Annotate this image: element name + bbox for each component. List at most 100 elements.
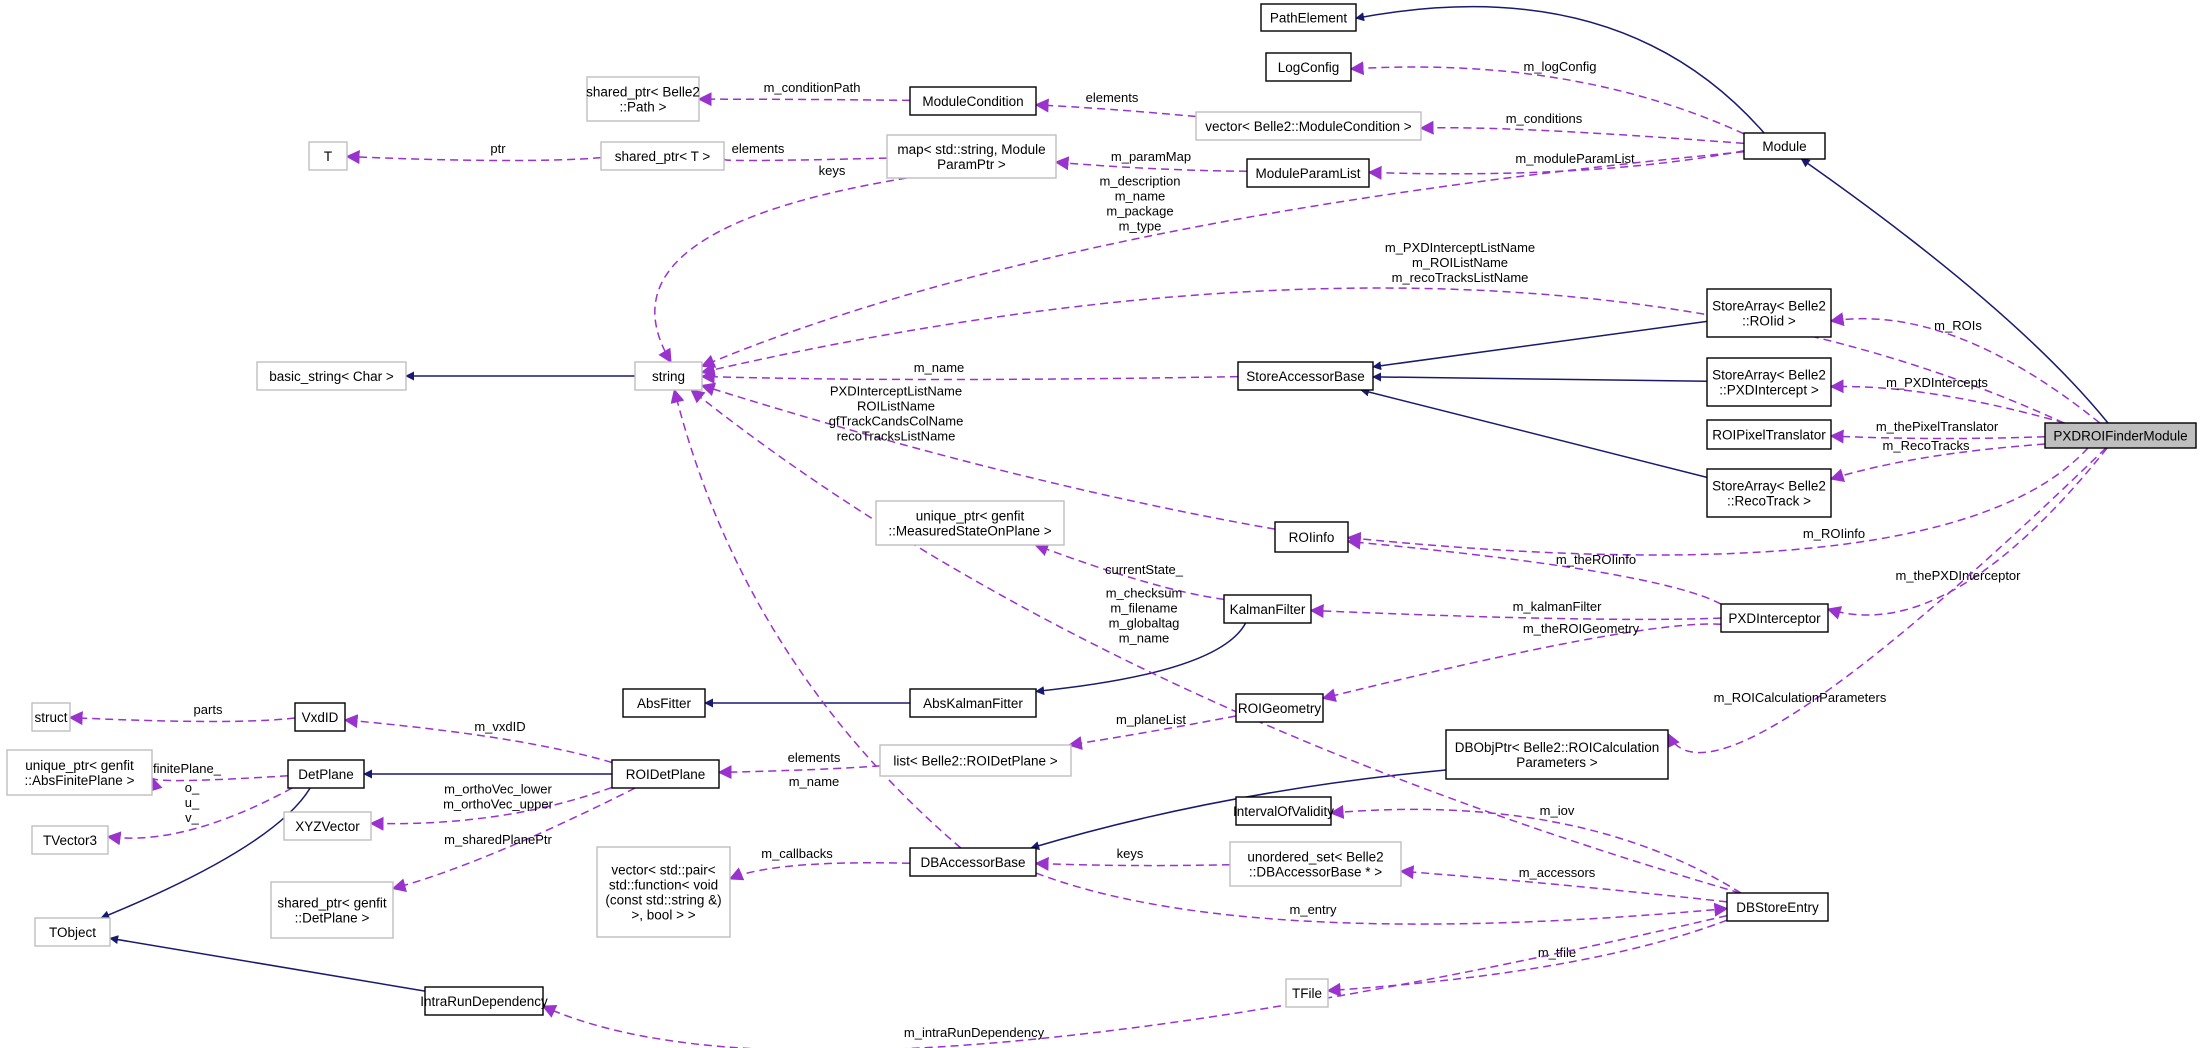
node-dbobjptr[interactable]: DBObjPtr< Belle2::ROICalculationParamete… — [1445, 729, 1669, 780]
node-roigeometry[interactable]: ROIGeometry — [1235, 693, 1324, 723]
node-roipixeltranslator[interactable]: ROIPixelTranslator — [1706, 419, 1832, 450]
usage-edge-roigeometry-to-listroidetplane — [1067, 715, 1237, 750]
edge-label: m_entry — [1290, 902, 1337, 917]
node-label: vector< Belle2::ModuleCondition > — [1205, 119, 1411, 134]
usage-edge-pxdroifindermodule-to-saroiid — [1829, 312, 2101, 424]
node-label: XYZVector — [295, 819, 360, 834]
node-tvector3[interactable]: TVector3 — [31, 825, 109, 855]
node-label: VxdID — [302, 710, 339, 725]
node-pathelement[interactable]: PathElement — [1260, 3, 1357, 32]
node-absfitter[interactable]: AbsFitter — [622, 688, 706, 718]
node-label: ::AbsFinitePlane > — [25, 773, 135, 788]
node-box — [1265, 52, 1352, 82]
node-tobject[interactable]: TObject — [34, 917, 111, 947]
node-label: StoreArray< Belle2 — [1712, 368, 1826, 383]
node-listroidetplane[interactable]: list< Belle2::ROIDetPlane > — [879, 744, 1072, 777]
node-storeaccessorbase[interactable]: StoreAccessorBase — [1237, 361, 1374, 391]
node-label: KalmanFilter — [1230, 602, 1306, 617]
edge-label: m_intraRunDependency — [904, 1025, 1045, 1040]
node-label: TFile — [1292, 986, 1322, 1001]
node-vxdid[interactable]: VxdID — [294, 702, 346, 732]
edge-label: m_type — [1119, 219, 1162, 234]
node-module[interactable]: Module — [1743, 132, 1826, 160]
node-label: ::DetPlane > — [295, 911, 370, 926]
node-label: vector< std::pair< — [611, 863, 715, 878]
edge-label: m_iov — [1540, 803, 1575, 818]
node-box — [1260, 3, 1357, 32]
node-label: ::DBAccessorBase * > — [1249, 865, 1382, 880]
node-vecmodcond[interactable]: vector< Belle2::ModuleCondition > — [1195, 111, 1422, 141]
node-box — [1285, 978, 1329, 1008]
usage-edge-module-to-string — [700, 151, 1745, 368]
edge-label: m_PXDIntercepts — [1886, 375, 1988, 390]
usage-edge-pxdroifindermodule-to-string — [700, 287, 2065, 424]
usage-edge-dbstoreentry-to-usetdbab — [1399, 865, 1728, 903]
usage-edge-dbaccessorbase-to-string — [670, 388, 962, 849]
node-saroiid[interactable]: StoreArray< Belle2::ROIid > — [1706, 288, 1832, 338]
node-moduleparamlist[interactable]: ModuleParamList — [1246, 158, 1370, 188]
node-intervalofvalidity[interactable]: IntervalOfValidity — [1233, 796, 1334, 826]
node-label: Parameters > — [1516, 755, 1598, 770]
node-label: PXDInterceptor — [1728, 611, 1821, 626]
node-abskalmanfitter[interactable]: AbsKalmanFitter — [909, 688, 1037, 718]
node-box — [34, 917, 111, 947]
node-spt[interactable]: shared_ptr< T > — [600, 141, 725, 171]
node-roidetplane[interactable]: ROIDetPlane — [611, 759, 720, 789]
node-label: unordered_set< Belle2 — [1247, 850, 1383, 865]
node-logconfig[interactable]: LogConfig — [1265, 52, 1352, 82]
node-label: >, bool > > — [631, 908, 695, 923]
node-roiinfo[interactable]: ROIinfo — [1274, 521, 1349, 553]
usage-edge-pxdinterceptor-to-roiinfo — [1346, 535, 1722, 605]
node-detplane[interactable]: DetPlane — [287, 759, 365, 789]
node-vecpair[interactable]: vector< std::pair<std::function< void(co… — [596, 846, 731, 938]
inheritance-edge-sarecotrack-to-storeaccessorbase — [1360, 387, 1708, 479]
node-dbstoreentry[interactable]: DBStoreEntry — [1726, 892, 1829, 922]
node-tfile[interactable]: TFile — [1285, 978, 1329, 1008]
usage-edge-dbstoreentry-to-tfile — [1326, 919, 1728, 997]
edge-label: m_theROIGeometry — [1523, 621, 1640, 636]
node-basic-string[interactable]: basic_string< Char > — [256, 361, 407, 391]
node-struct[interactable]: struct — [31, 702, 71, 732]
node-label: DBStoreEntry — [1736, 900, 1819, 915]
node-label: string — [652, 369, 685, 384]
edge-label: o_ — [185, 780, 200, 795]
node-t[interactable]: T — [308, 141, 348, 171]
node-sarecotrack[interactable]: StoreArray< Belle2::RecoTrack > — [1706, 468, 1832, 518]
node-dbaccessorbase[interactable]: DBAccessorBase — [909, 847, 1037, 877]
usage-edge-module-to-moduleparamlist — [1367, 149, 1745, 180]
node-modulecondition[interactable]: ModuleCondition — [909, 86, 1037, 116]
edge-label: m_thePixelTranslator — [1876, 419, 1999, 434]
edge-label: ptr — [490, 141, 506, 156]
node-box — [1235, 796, 1332, 826]
node-box — [1743, 132, 1826, 160]
node-box — [886, 134, 1057, 179]
edge-label: m_conditionPath — [764, 80, 861, 95]
node-label: shared_ptr< genfit — [277, 896, 386, 911]
edge-label: m_tfile — [1538, 945, 1576, 960]
node-sppath[interactable]: shared_ptr< Belle2::Path > — [586, 76, 700, 122]
node-upabsfiniteplane[interactable]: unique_ptr< genfit::AbsFinitePlane > — [6, 749, 153, 796]
edge-label: m_RecoTracks — [1883, 438, 1970, 453]
usage-edge-usetdbab-to-dbaccessorbase — [1034, 856, 1231, 871]
node-sapxdintercept[interactable]: StoreArray< Belle2::PXDIntercept > — [1706, 357, 1832, 407]
node-kalmanfilter[interactable]: KalmanFilter — [1223, 594, 1312, 624]
usage-edge-map-to-string — [654, 177, 907, 364]
node-box — [270, 881, 394, 939]
node-string[interactable]: string — [634, 361, 703, 391]
node-usetdbab[interactable]: unordered_set< Belle2::DBAccessorBase * … — [1229, 841, 1402, 887]
edge-label: m_planeList — [1116, 712, 1186, 727]
node-pxdinterceptor[interactable]: PXDInterceptor — [1720, 603, 1829, 633]
node-upmsop[interactable]: unique_ptr< genfit::MeasuredStateOnPlane… — [875, 500, 1065, 546]
node-xyzvector[interactable]: XYZVector — [283, 811, 372, 841]
edge-label: currentState_ — [1105, 562, 1184, 577]
node-intrarundependency[interactable]: IntraRunDependency — [420, 986, 548, 1016]
usage-edge-dbstoreentry-to-intervalofvalidity — [1329, 804, 1742, 894]
node-label: T — [324, 149, 332, 164]
node-box — [1445, 729, 1669, 780]
node-label: AbsKalmanFitter — [923, 696, 1023, 711]
node-spdetplane[interactable]: shared_ptr< genfit::DetPlane > — [270, 881, 394, 939]
inheritance-edge-intrarundependency-to-tobject — [109, 935, 426, 992]
node-box — [31, 825, 109, 855]
node-pxdroifindermodule[interactable]: PXDROIFinderModule — [2044, 422, 2197, 449]
